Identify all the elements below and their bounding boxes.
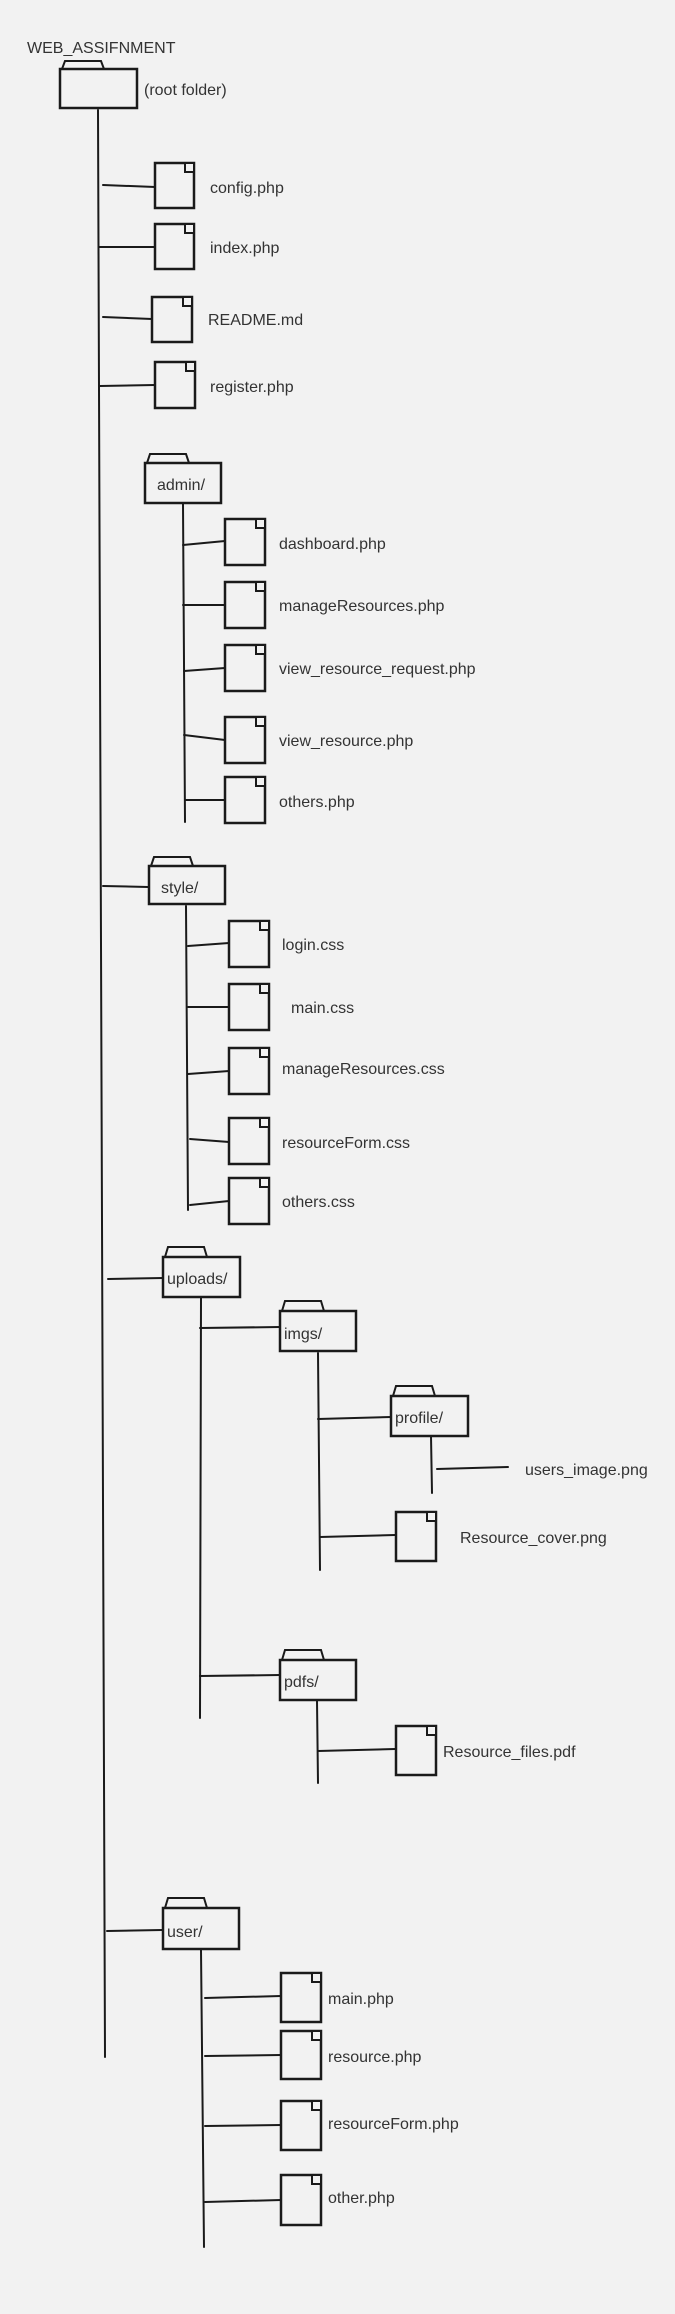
profile-trunk-line — [430, 1435, 433, 1494]
file-label: main.php — [328, 1991, 394, 2008]
file-icon — [223, 517, 267, 567]
branch-line — [199, 1674, 281, 1677]
style-folder-icon — [147, 856, 227, 906]
connector-lines — [97, 109, 509, 2248]
file-label: login.css — [282, 937, 344, 954]
file-icon — [153, 360, 197, 410]
file-icon — [279, 2173, 323, 2227]
branch-line — [319, 1534, 396, 1538]
file-icon — [394, 1724, 438, 1777]
user-folder-icon — [161, 1897, 241, 1951]
file-label: resourceForm.php — [328, 2116, 459, 2133]
file-icon — [227, 1046, 271, 1096]
branch-line — [102, 885, 149, 888]
profile-folder-icon — [389, 1385, 470, 1438]
file-icon — [150, 295, 194, 344]
branch-line — [182, 540, 226, 546]
admin-folder-label: admin/ — [157, 477, 206, 494]
file-label: config.php — [210, 180, 284, 197]
file-label: others.php — [279, 794, 355, 811]
pdfs-folder-icon — [278, 1649, 358, 1702]
user-folder-label: user/ — [167, 1924, 203, 1941]
branch-line — [317, 1748, 396, 1752]
diagram-title: WEB_ASSIFNMENT — [27, 40, 176, 57]
branch-line — [204, 1995, 282, 1999]
file-label: view_resource_request.php — [279, 661, 476, 678]
branch-line — [183, 667, 226, 672]
file-label: other.php — [328, 2190, 395, 2207]
branch-line — [189, 1138, 230, 1143]
file-label: register.php — [210, 379, 294, 396]
file-icon — [223, 775, 267, 825]
branch-line — [317, 1416, 392, 1420]
branch-line — [187, 942, 230, 947]
uploads-trunk-line — [199, 1297, 202, 1719]
branch-line — [99, 384, 156, 387]
file-label: view_resource.php — [279, 733, 413, 750]
file-label: main.css — [291, 1000, 354, 1017]
admin-trunk-line — [182, 503, 186, 823]
branch-line — [204, 2124, 282, 2127]
root-folder-label: (root folder) — [144, 82, 227, 99]
file-icon — [227, 1116, 271, 1166]
branch-line — [102, 316, 153, 320]
file-label: manageResources.php — [279, 598, 445, 615]
file-icon — [153, 161, 196, 210]
file-icon — [153, 222, 196, 271]
root-folder-icon — [58, 60, 139, 110]
pdfs-trunk-line — [316, 1700, 319, 1784]
file-icon — [279, 1971, 323, 2024]
file-icon — [279, 2029, 323, 2081]
imgs-trunk-line — [317, 1352, 321, 1571]
file-icon — [223, 580, 267, 630]
branch-line — [204, 2199, 282, 2203]
branch-line — [107, 1277, 164, 1280]
root-trunk-line — [97, 109, 106, 2058]
file-label: README.md — [208, 312, 303, 329]
file-icon — [279, 2099, 323, 2152]
pdfs-folder-label: pdfs/ — [284, 1674, 319, 1691]
file-icon — [223, 715, 267, 765]
file-icon — [223, 643, 267, 693]
branch-line — [436, 1466, 509, 1470]
admin-folder-icon — [143, 453, 223, 505]
file-label: Resource_cover.png — [460, 1530, 607, 1547]
file-label: others.css — [282, 1194, 355, 1211]
imgs-folder-icon — [278, 1300, 358, 1353]
branch-line — [189, 1200, 230, 1206]
file-label: Resource_files.pdf — [443, 1744, 576, 1761]
style-folder-label: style/ — [161, 880, 199, 897]
user-trunk-line — [200, 1949, 205, 2248]
branch-line — [183, 734, 226, 741]
file-icon — [227, 982, 271, 1032]
branch-line — [199, 1326, 281, 1329]
file-label: dashboard.php — [279, 536, 386, 553]
file-label: resource.php — [328, 2049, 421, 2066]
uploads-folder-icon — [161, 1246, 242, 1299]
style-trunk-line — [185, 905, 189, 1211]
branch-line — [102, 184, 156, 188]
file-label: users_image.png — [525, 1462, 648, 1479]
uploads-folder-label: uploads/ — [167, 1271, 228, 1288]
profile-folder-label: profile/ — [395, 1410, 444, 1427]
file-label: resourceForm.css — [282, 1135, 410, 1152]
branch-line — [187, 1070, 230, 1075]
branch-line — [204, 2054, 282, 2057]
branch-line — [106, 1929, 163, 1932]
file-icon — [227, 1176, 271, 1226]
file-icon — [227, 919, 271, 969]
file-label: manageResources.css — [282, 1061, 445, 1078]
file-label: index.php — [210, 240, 279, 257]
file-icon — [394, 1510, 438, 1563]
imgs-folder-label: imgs/ — [284, 1326, 323, 1343]
